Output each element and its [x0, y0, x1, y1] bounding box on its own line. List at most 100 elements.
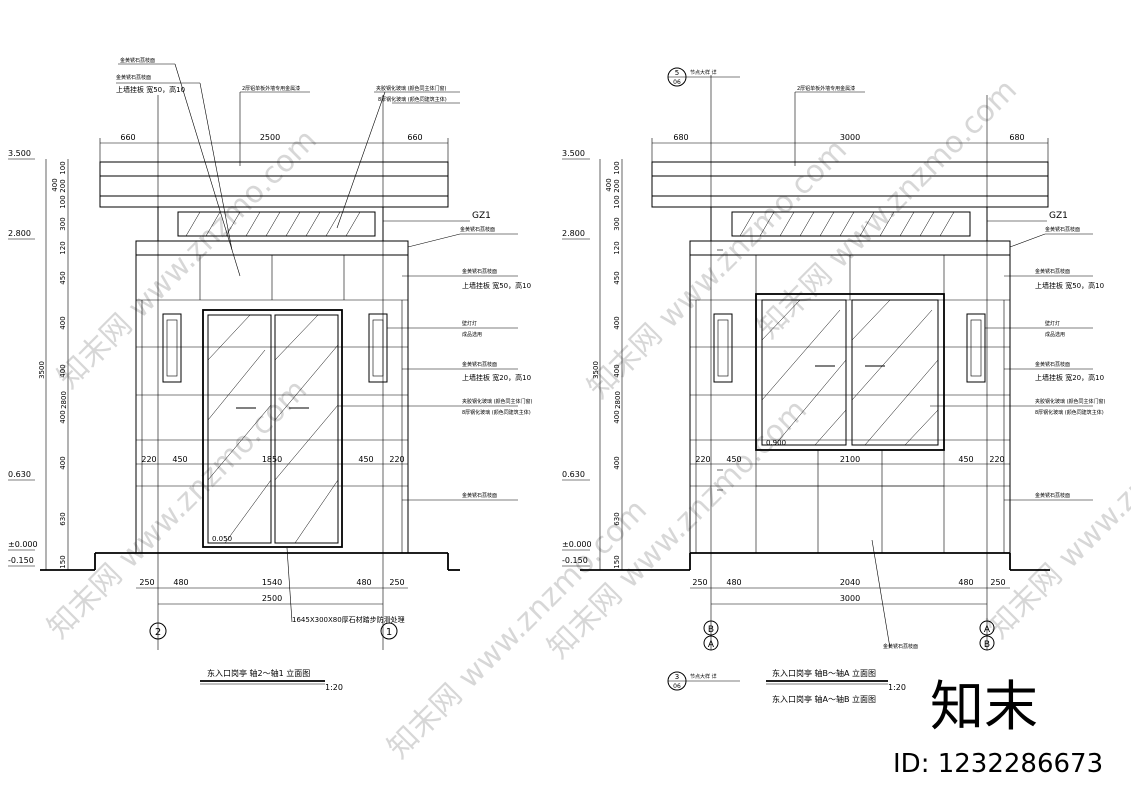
note: 8厚钢化玻璃 (颜色同建筑主体) — [378, 96, 447, 103]
watermark-text: 知末网 www.znzmo.com — [381, 493, 654, 766]
clerestory-glass — [177, 211, 376, 237]
seg-dim: 150 — [59, 555, 67, 568]
seg-dim: 400 — [59, 410, 67, 423]
bottom-dim: 250 — [990, 578, 1005, 587]
bottom-dim: 480 — [958, 578, 973, 587]
total-dim: 3500 — [38, 361, 46, 379]
mid-dim: 2100 — [840, 455, 860, 464]
seg-dim: 100 — [613, 195, 621, 208]
level-mark: -0.150 — [562, 556, 588, 565]
clerestory-glass — [731, 211, 971, 237]
drawing-title: 东入口岗亭 轴2～轴1 立面图 — [207, 668, 310, 678]
axis-bubble — [380, 622, 398, 640]
seg-dim: 630 — [59, 512, 67, 525]
seg-dim: 400 — [605, 178, 613, 191]
note: 金黄锈石荔枝面 — [1045, 226, 1080, 233]
wall-lamp-right — [368, 313, 388, 383]
note: 8厚钢化玻璃 (颜色同建筑主体) — [462, 409, 531, 416]
seg-dim: 450 — [59, 271, 67, 284]
axis-label: A — [708, 640, 715, 650]
top-dim: 680 — [673, 133, 688, 142]
left-elevation: 660 2500 660 — [8, 57, 533, 692]
drawing-title: 东入口岗亭 轴A～轴B 立面图 — [772, 694, 876, 704]
total-dim: 3500 — [592, 361, 600, 379]
level-mark: 0.630 — [8, 470, 31, 479]
seg-dim: 100 — [59, 195, 67, 208]
axis-bubble — [703, 635, 719, 651]
mid-dim: 220 — [141, 455, 156, 464]
axis-label: 1 — [386, 627, 392, 638]
watermark-text: 知末网 www.znzmo.com — [51, 123, 324, 396]
note: 金黄锈石荔枝面 — [120, 57, 155, 64]
drawing-title: 东入口岗亭 轴B～轴A 立面图 — [772, 668, 876, 678]
seg-dim: 400 — [613, 410, 621, 423]
seg-dim: 300 — [59, 217, 67, 230]
bottom-total: 3000 — [840, 594, 860, 603]
seg-dim: 120 — [613, 241, 621, 254]
bottom-dim: 480 — [726, 578, 741, 587]
axis-label: A — [984, 625, 991, 635]
axis-label: B — [708, 625, 714, 635]
seg-dim: 630 — [613, 512, 621, 525]
note: 夹胶钢化玻璃 (颜色同主体门窗) — [1035, 398, 1106, 405]
note: GZ1 — [472, 211, 491, 221]
seg-dim: 400 — [613, 364, 621, 377]
note: 壁灯灯 — [1045, 320, 1060, 327]
note: 夹胶钢化玻璃 (颜色同主体门窗) — [376, 85, 447, 92]
seg-dim: 400 — [613, 456, 621, 469]
top-dim: 660 — [407, 133, 422, 142]
note: 金黄锈石荔枝面 — [462, 492, 497, 499]
detail-sheet: 06 — [673, 683, 681, 690]
axis-label: 2 — [155, 627, 161, 638]
note: 夹胶钢化玻璃 (颜色同主体门窗) — [462, 398, 533, 405]
total-dim: 2800 — [614, 391, 622, 409]
seg-dim: 100 — [613, 161, 621, 174]
drawing-scale: 1:20 — [325, 683, 343, 692]
note: 金黄锈石荔枝面 — [462, 268, 497, 275]
watermark-layer: 知末网 www.znzmo.com 知末网 www.znzmo.com 知末网 … — [41, 73, 1131, 779]
level-mark: ±0.000 — [8, 540, 38, 549]
wall-lamp-left — [713, 313, 733, 383]
seg-dim: 150 — [613, 555, 621, 568]
note: 金黄锈石荔枝面 — [1035, 361, 1070, 368]
note: 金黄锈石荔枝面 — [883, 643, 918, 650]
level-mark: ±0.000 — [562, 540, 592, 549]
watermark-logo: 知末 — [930, 675, 1038, 738]
axis-bubble — [979, 635, 995, 651]
note: 金黄锈石荔枝面 — [462, 361, 497, 368]
note: 2厚铝单板外墙专用金属漆 — [242, 85, 300, 92]
mid-dim: 220 — [989, 455, 1004, 464]
total-dim: 2800 — [60, 391, 68, 409]
seg-dim: 200 — [613, 179, 621, 192]
note: 金黄锈石荔枝面 — [1035, 268, 1070, 275]
seg-dim: 400 — [59, 316, 67, 329]
level-mark: 0.630 — [562, 470, 585, 479]
mid-dim: 450 — [726, 455, 741, 464]
drawing-scale: 1:20 — [888, 683, 906, 692]
note: 上墙挂板 宽50，高10 — [116, 85, 185, 94]
seg-dim: 300 — [613, 217, 621, 230]
seg-dim: 400 — [51, 178, 59, 191]
note: 成品选用 — [462, 331, 482, 338]
note: 上墙挂板 宽20，高10 — [1035, 373, 1104, 382]
right-elevation: 680 3000 680 — [562, 67, 1106, 704]
canopy-bottom-band — [99, 195, 449, 208]
window-level: 0.900 — [766, 439, 786, 447]
leader-notes-left: 金黄锈石荔枝面 金黄锈石荔枝面 上墙挂板 宽50，高10 2厚铝单板外墙专用金属… — [116, 57, 533, 624]
detail-number: 5 — [675, 69, 679, 77]
mid-dim: 450 — [958, 455, 973, 464]
detail-sheet: 06 — [673, 79, 681, 86]
note: 金黄锈石荔枝面 — [116, 74, 151, 81]
mid-dim: 450 — [358, 455, 373, 464]
bottom-dim: 250 — [692, 578, 707, 587]
bottom-dim: 1540 — [262, 578, 282, 587]
canopy-bottom-band — [651, 195, 1049, 208]
wall-lamp-right — [966, 313, 986, 383]
top-dim: 660 — [120, 133, 135, 142]
note: 上墙挂板 宽20，高10 — [462, 373, 531, 382]
note: 壁灯灯 — [462, 320, 477, 327]
canopy-middle-band — [651, 175, 1049, 197]
bottom-total: 2500 — [262, 594, 282, 603]
level-mark: 2.800 — [562, 229, 585, 238]
